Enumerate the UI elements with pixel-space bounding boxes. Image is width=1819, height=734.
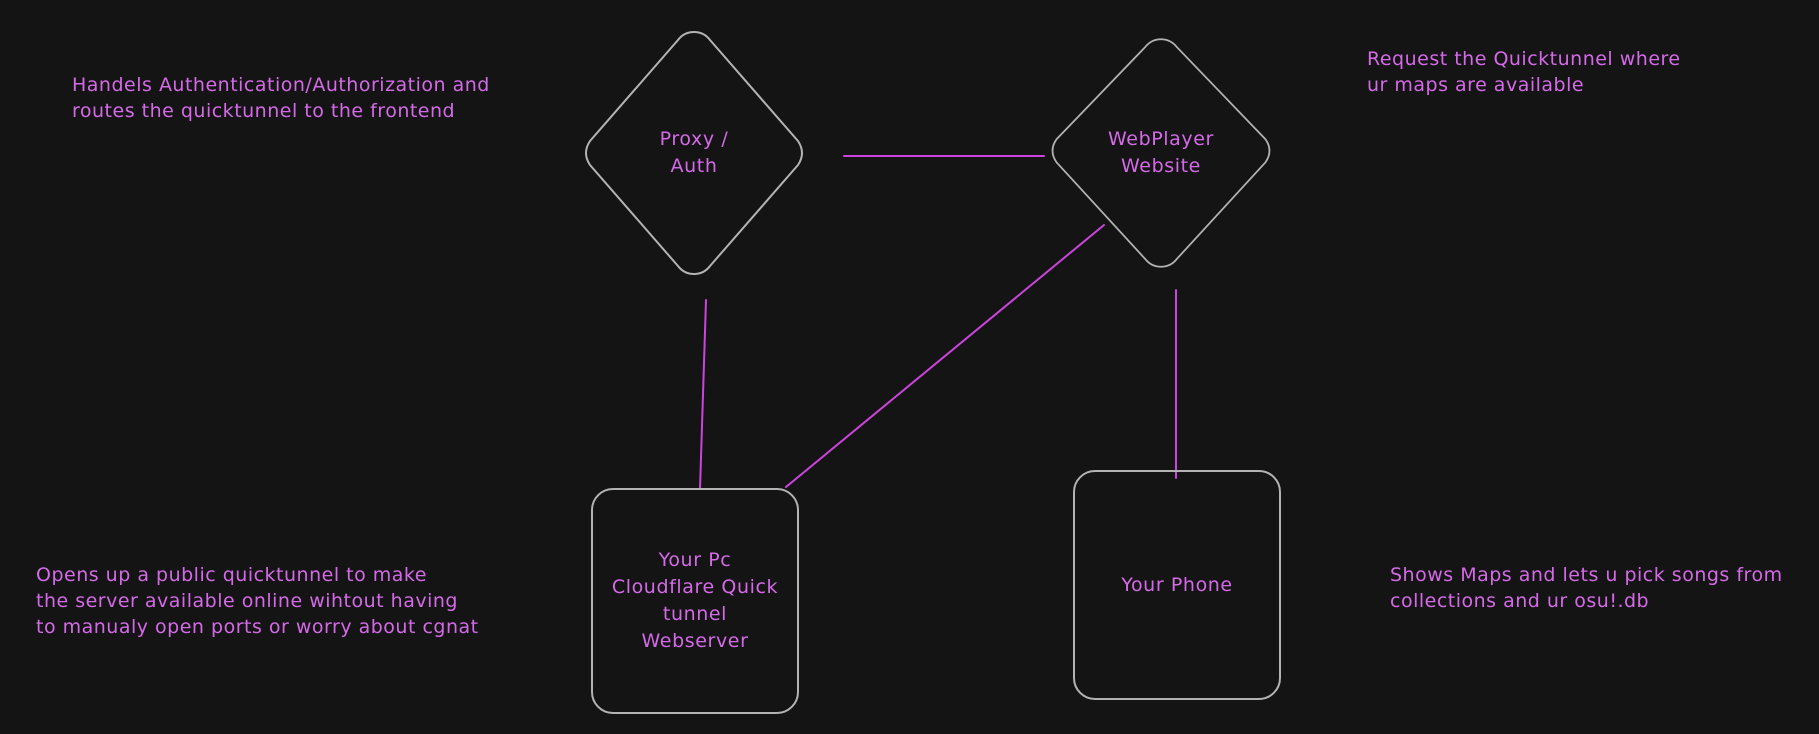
- node-label: Your Pc Cloudflare Quick tunnel Webserve…: [611, 549, 779, 652]
- note-your-pc: Opens up a public quicktunnel to make th…: [36, 564, 479, 639]
- node-label: Your Phone: [1121, 573, 1233, 596]
- diamond-shape: [1051, 38, 1271, 268]
- node-your-phone[interactable]: Your Phone: [1073, 470, 1281, 700]
- node-proxy-auth[interactable]: Proxy / Auth: [578, 28, 810, 278]
- node-label: WebPlayer Website: [1108, 128, 1214, 177]
- edge-proxy-to-your-pc: [699, 299, 707, 490]
- note-your-phone: Shows Maps and lets u pick songs from co…: [1390, 564, 1783, 613]
- node-label: Proxy / Auth: [659, 128, 729, 177]
- diamond-shape: [585, 31, 803, 275]
- node-webplayer-website[interactable]: WebPlayer Website: [1045, 28, 1277, 278]
- note-webplayer: Request the Quicktunnel where ur maps ar…: [1367, 48, 1681, 97]
- note-proxy-auth: Handels Authentication/Authorization and…: [72, 74, 490, 123]
- node-your-pc[interactable]: Your Pc Cloudflare Quick tunnel Webserve…: [591, 488, 799, 714]
